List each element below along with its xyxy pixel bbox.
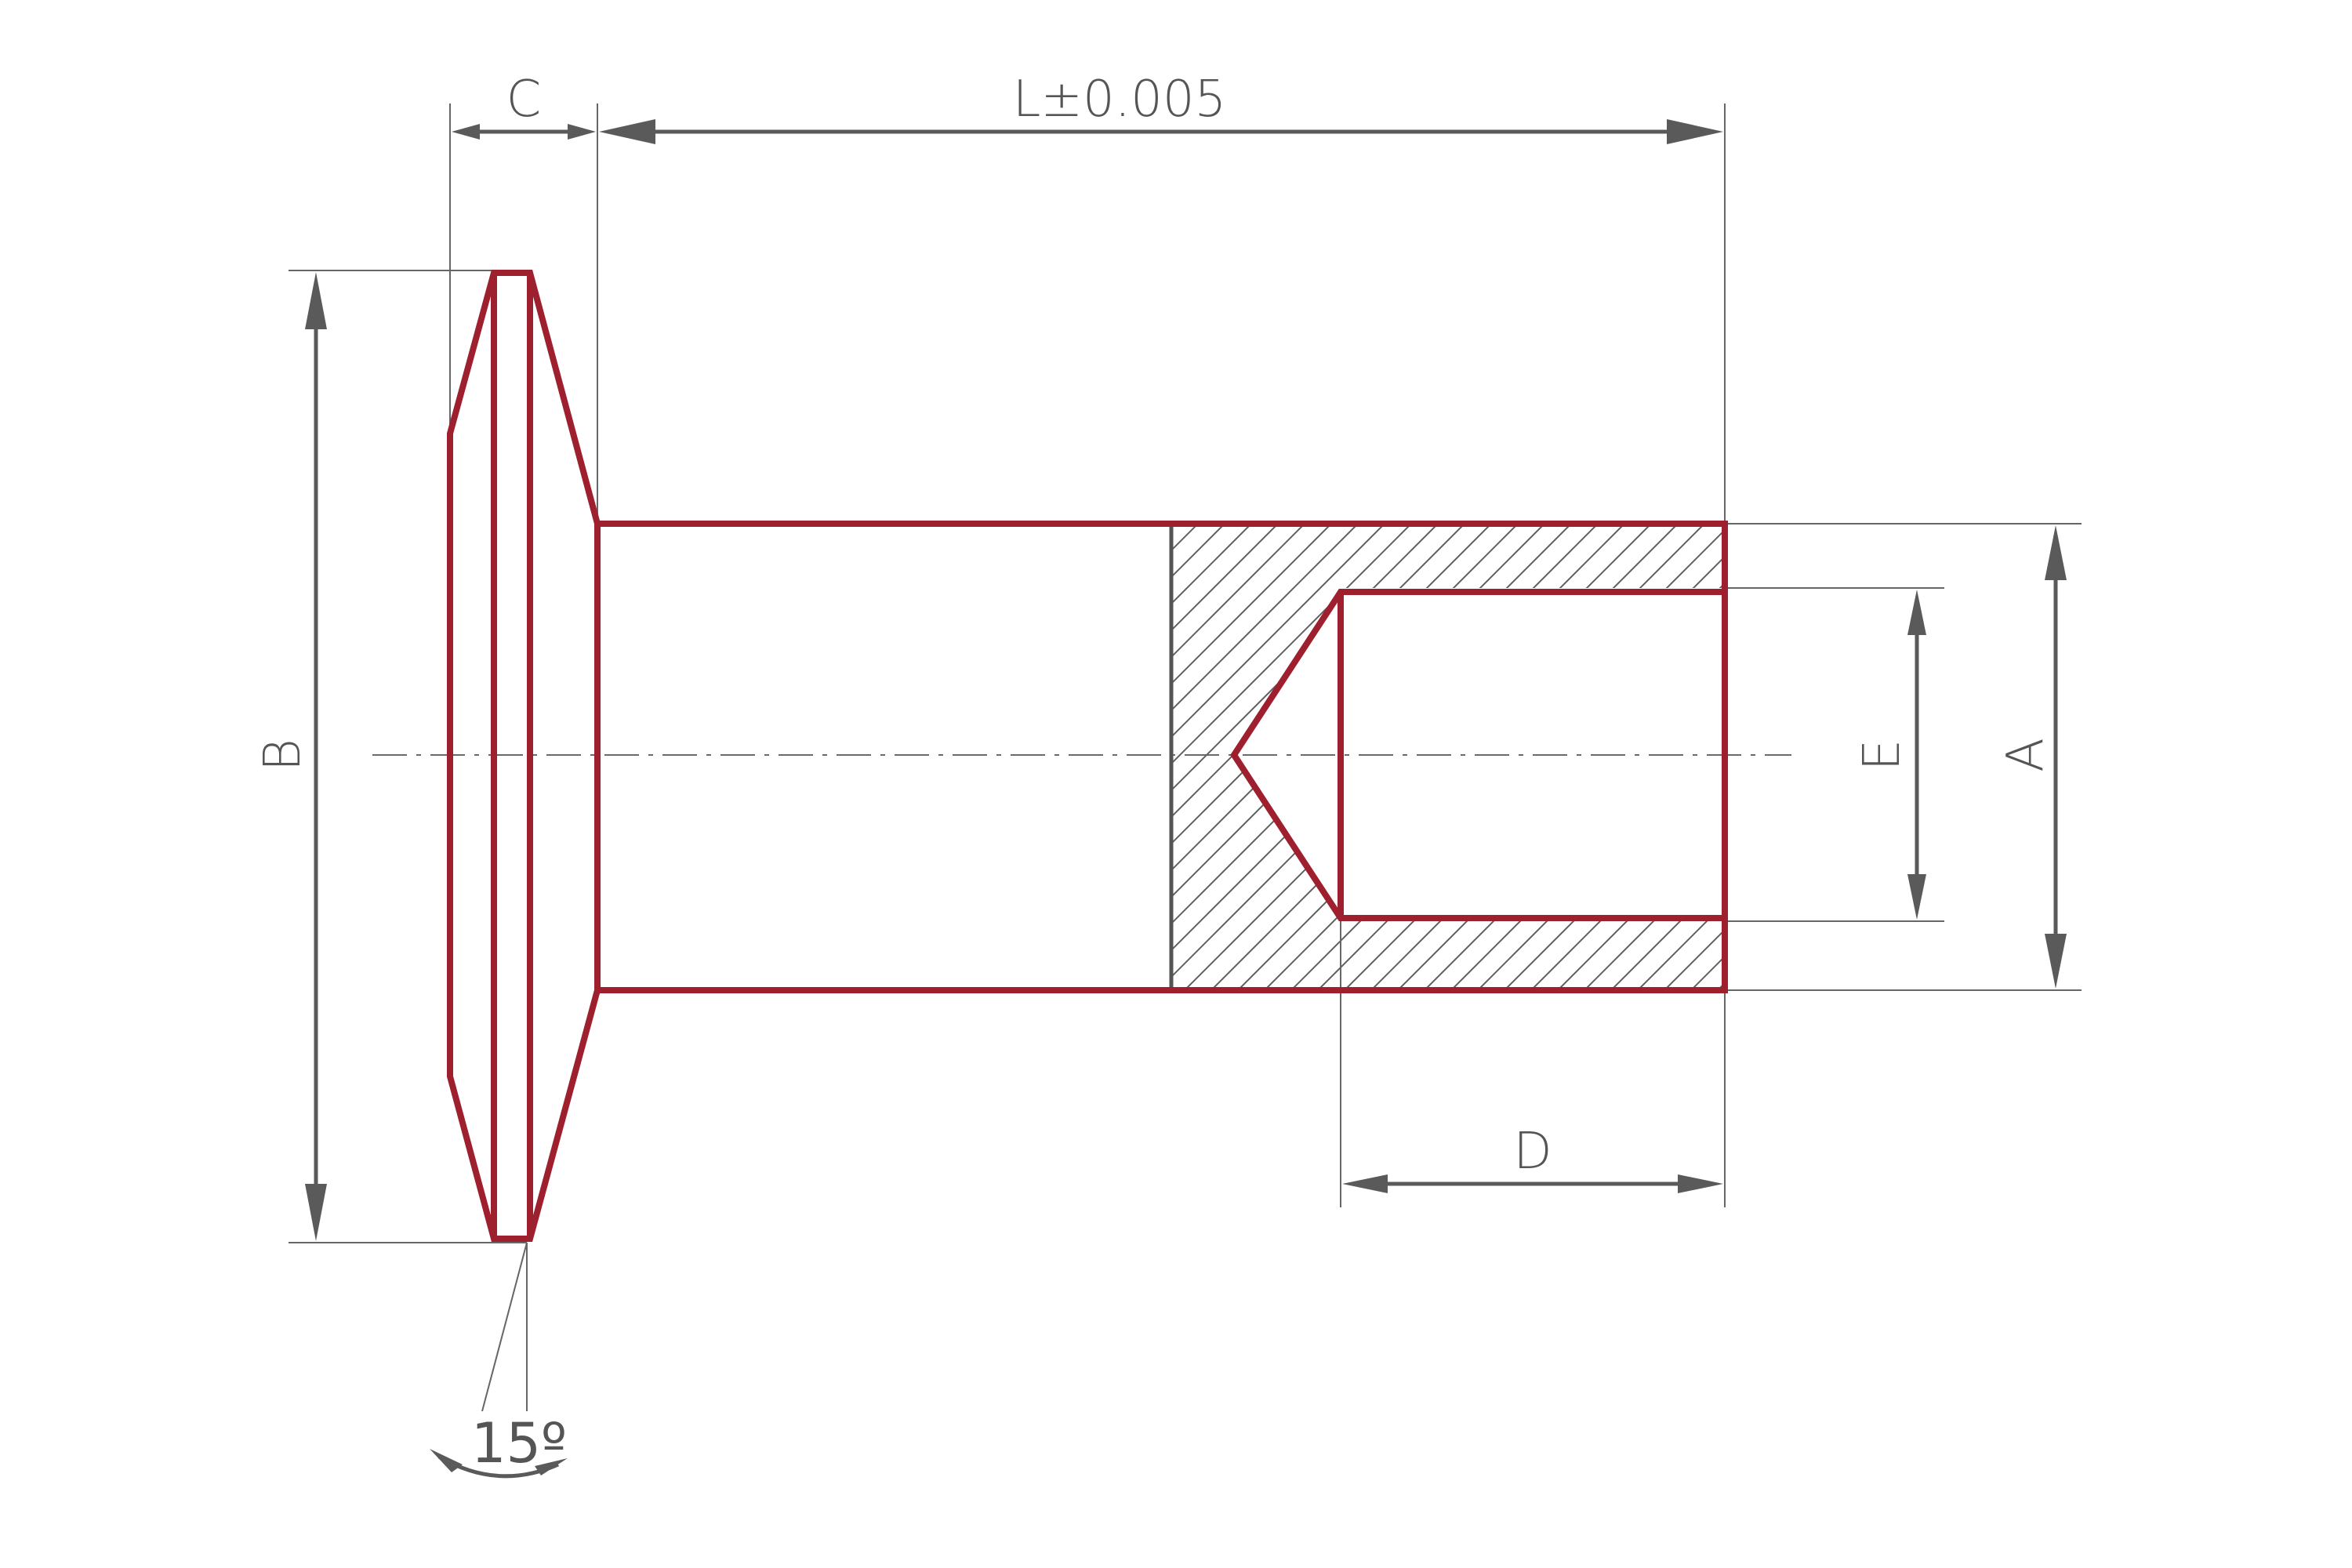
hatch-line [1315, 524, 1724, 990]
flange-part [447, 270, 1728, 1242]
hatch-line [1661, 524, 1724, 990]
hatch-line [1341, 524, 1724, 990]
dimension-b-label: B [254, 739, 312, 771]
hatch-line [1171, 524, 1465, 990]
hatch-line [1171, 524, 1412, 990]
hatch-line [1235, 524, 1724, 990]
hatch-line [1171, 524, 1652, 990]
hatch-line [1171, 524, 1305, 990]
hatch-line [1171, 524, 1572, 990]
hatch-line [1171, 524, 1385, 990]
hatch-line [1368, 524, 1724, 990]
dimension-l-label: L±0.005 [1013, 71, 1227, 129]
hatch-line [1688, 524, 1724, 990]
hatch-line [1208, 524, 1724, 990]
dimension-c: C [452, 71, 596, 140]
dimension-b: B [254, 272, 327, 1241]
dimension-a-label: A [1997, 738, 2055, 772]
dimension-angle-label: 15º [471, 1411, 567, 1475]
bore-profile [1230, 589, 1725, 921]
hatch-line [1608, 524, 1724, 990]
tube-body [597, 521, 1728, 993]
hatch-line [1171, 524, 1625, 990]
hatch-line [1171, 524, 1252, 990]
hatch-line [1181, 524, 1724, 990]
dimension-a: A [1997, 525, 2067, 989]
hatch-line [1171, 524, 1492, 990]
dimension-c-label: C [506, 71, 542, 129]
hatch-line [1171, 524, 1279, 990]
extension-lines [289, 103, 2082, 1412]
dimension-e: E [1853, 590, 1926, 920]
dimension-d-label: D [1513, 1123, 1552, 1181]
hatch-line [1261, 524, 1724, 990]
dimension-e-label: E [1853, 739, 1911, 771]
hatch-line [1171, 524, 1545, 990]
hatch-line [1715, 524, 1724, 990]
hatch-line [1171, 524, 1332, 990]
dimension-l: L±0.005 [599, 71, 1723, 144]
hatch-line [1501, 524, 1724, 990]
hatch-line [1475, 524, 1724, 990]
hatch-line [1171, 524, 1225, 990]
hatch-line [1171, 524, 1439, 990]
hatch-line [1171, 524, 1599, 990]
dimension-d: D [1342, 1123, 1723, 1193]
hatch-line [1171, 524, 1359, 990]
hatch-line [1555, 524, 1724, 990]
hatch-line [1581, 524, 1724, 990]
hatch-line [1528, 524, 1724, 990]
dimension-angle: 15º [430, 1411, 568, 1479]
hatch-line [1288, 524, 1724, 990]
hatch-line [1171, 524, 1679, 990]
